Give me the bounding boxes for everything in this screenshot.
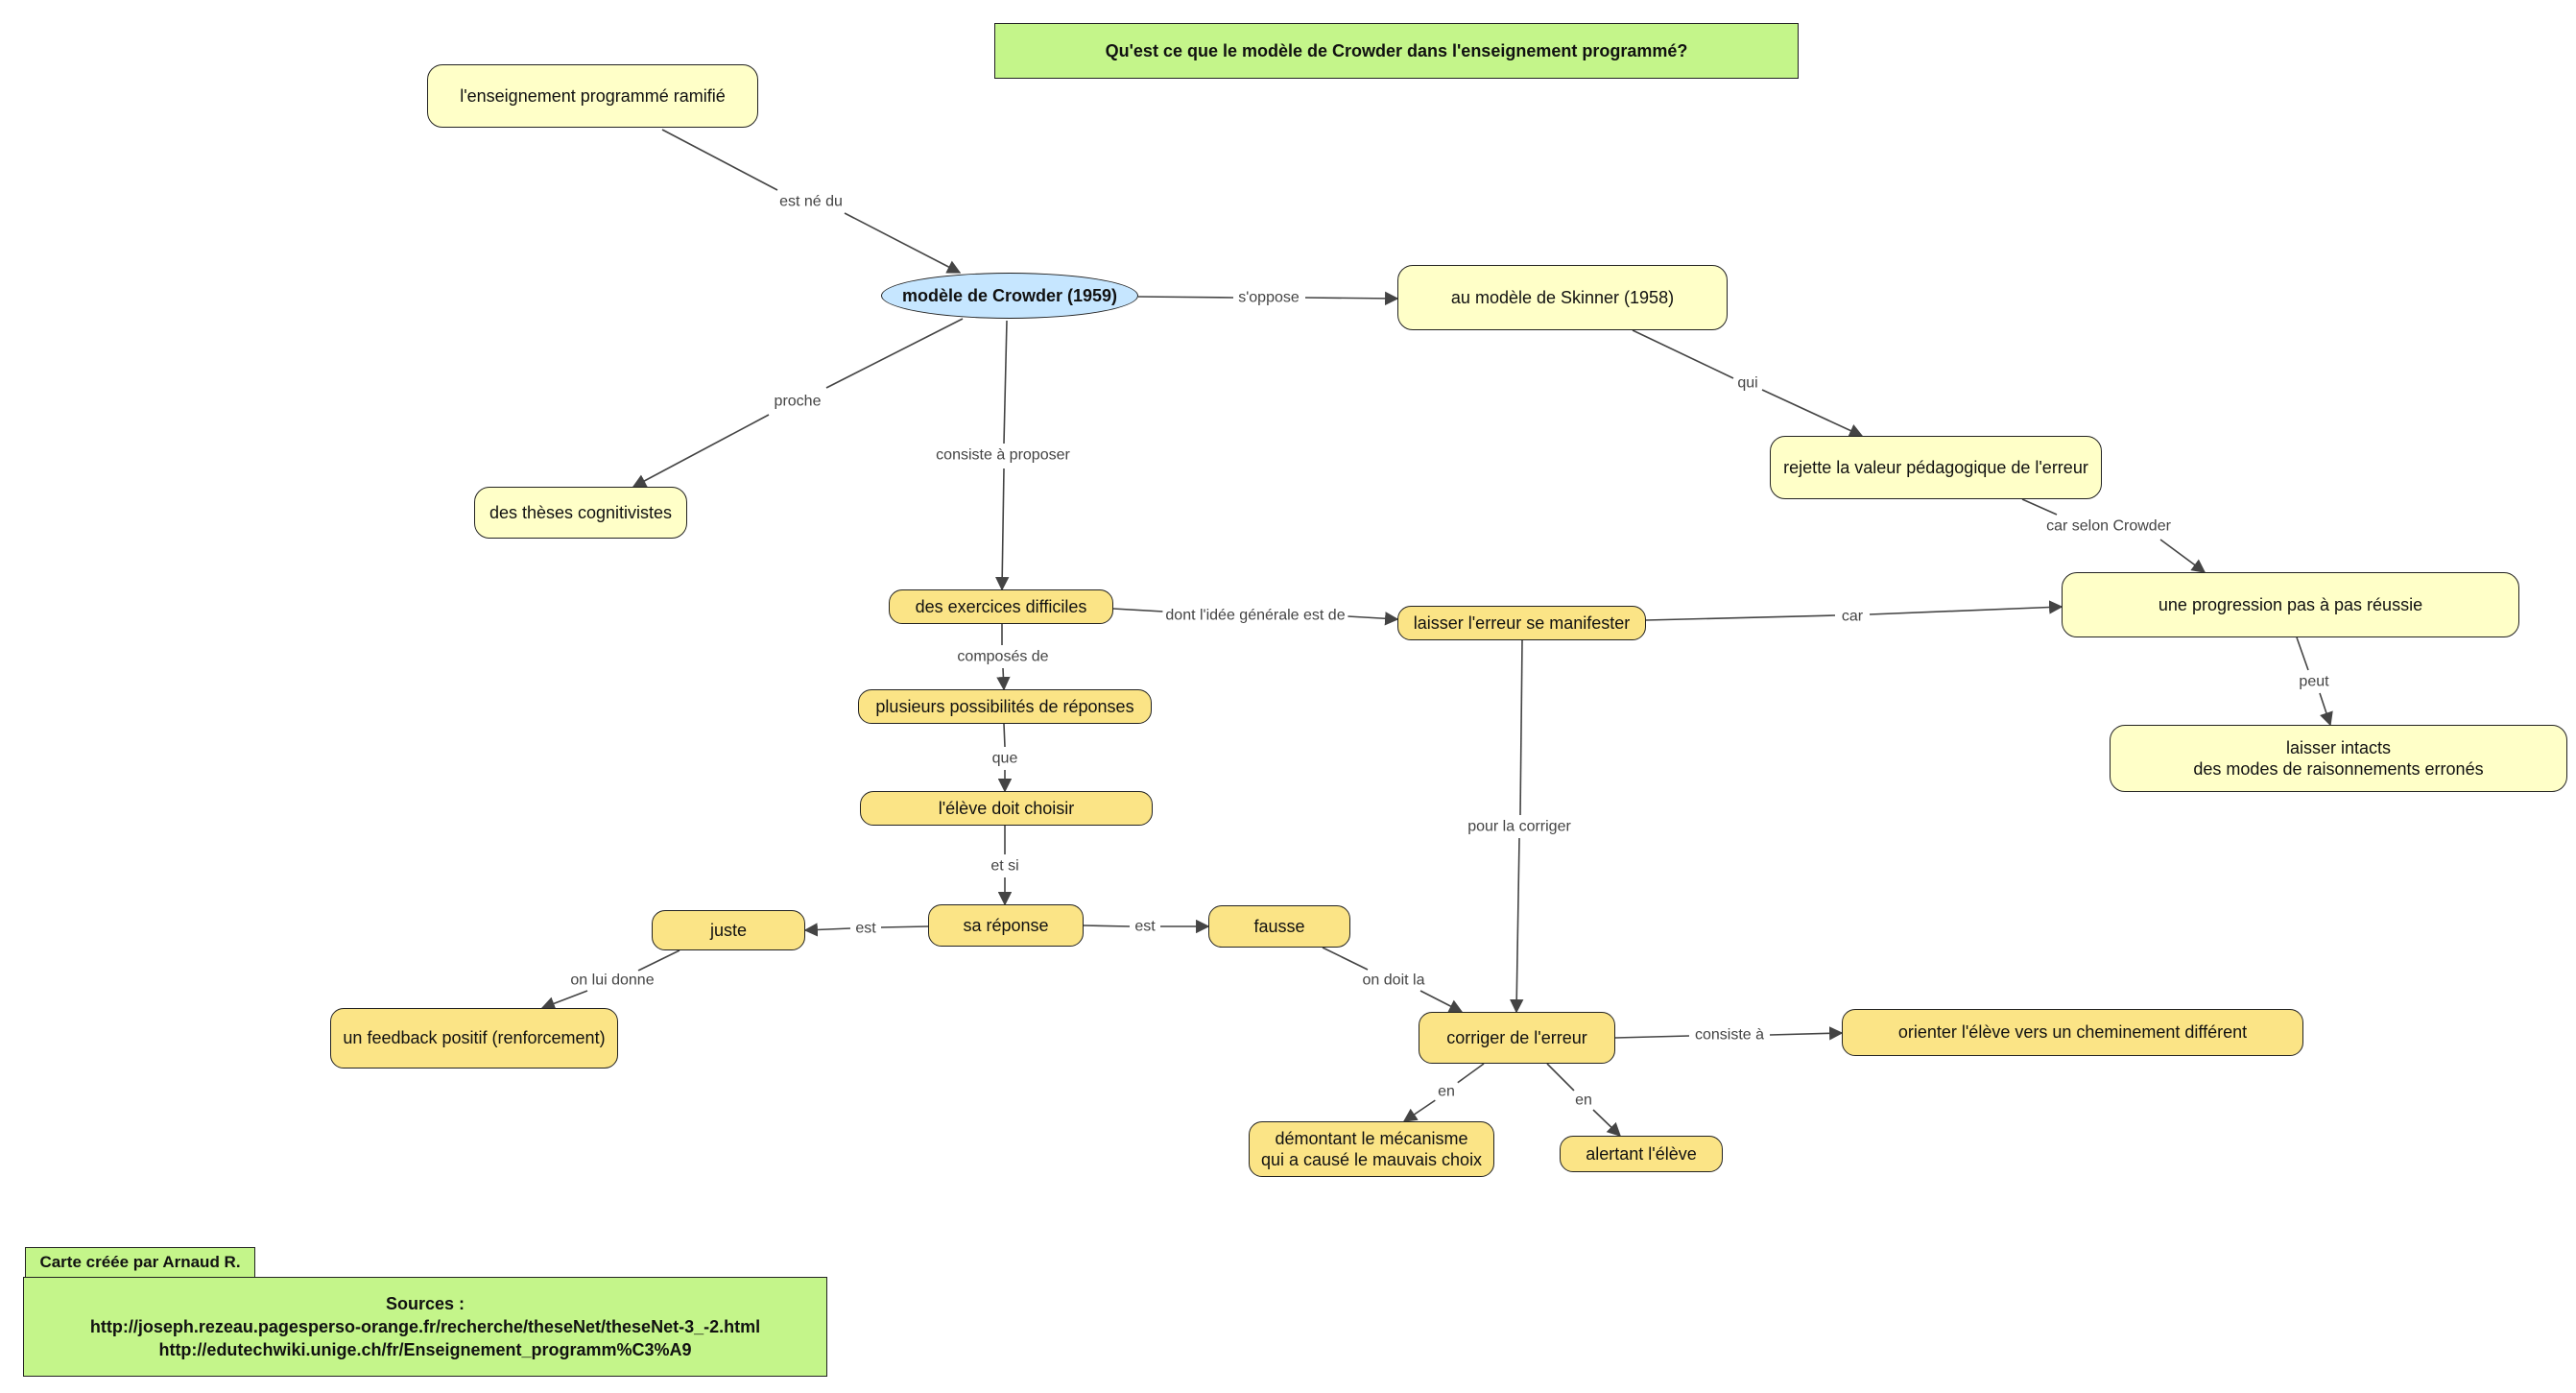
edge-label-est-juste-to-juste: [803, 923, 851, 937]
edge-ramifie-to-label: [661, 129, 778, 191]
node-possibilites-reponses[interactable]: plusieurs possibilités de réponses: [858, 689, 1152, 724]
link-label-proche: proche: [771, 392, 824, 411]
node-eleve-choisir[interactable]: l'élève doit choisir: [860, 791, 1153, 826]
edge-label-qui-to-rejette: [1761, 389, 1864, 438]
edge-laisser-to-label-corriger: [1519, 639, 1523, 816]
edge-label-composes-to-possibilites: [996, 667, 1011, 691]
link-label-peut: peut: [2296, 672, 2332, 691]
edge-fausse-to-label-doit: [1322, 947, 1369, 971]
link-label-et-si: et si: [988, 856, 1022, 876]
link-label-dont-idee: dont l'idée générale est de: [1162, 606, 1348, 625]
node-modele-crowder[interactable]: modèle de Crowder (1959): [881, 273, 1138, 319]
link-label-consiste-proposer: consiste à proposer: [933, 445, 1073, 465]
link-label-car: car: [1838, 607, 1867, 626]
node-orienter-eleve[interactable]: orienter l'élève vers un cheminement dif…: [1842, 1009, 2303, 1056]
edge-progression-to-label-peut: [2296, 636, 2309, 671]
edge-juste-to-label-feedback: [637, 949, 680, 972]
edge-label-en1-to-demontant: [1402, 1098, 1438, 1122]
edge-crowder-to-label-consiste: [1003, 320, 1008, 444]
edge-corriger-to-label-en2: [1546, 1063, 1575, 1092]
edge-label-peut-to-intacts: [2319, 692, 2333, 727]
link-label-pour-la-corriger: pour la corriger: [1465, 817, 1574, 836]
edge-exercices-to-label-dont: [1112, 608, 1164, 612]
map-title: Qu'est ce que le modèle de Crowder dans …: [994, 23, 1799, 79]
link-label-en-demontant: en: [1435, 1082, 1458, 1101]
node-laisser-intacts[interactable]: laisser intacts des modes de raisonnemen…: [2110, 725, 2567, 792]
link-label-est-juste: est: [852, 919, 879, 938]
node-laisser-erreur[interactable]: laisser l'erreur se manifester: [1397, 606, 1646, 640]
link-label-qui: qui: [1734, 373, 1761, 393]
link-label-en-alertant: en: [1572, 1091, 1595, 1110]
link-label-est-ne-du: est né du: [776, 192, 846, 211]
link-label-s-oppose: s'oppose: [1235, 288, 1302, 307]
edge-label-to-crowder: [844, 212, 962, 274]
edge-crowder-to-label-proche: [825, 318, 964, 389]
node-juste[interactable]: juste: [652, 910, 805, 950]
edge-label-oppose-to-skinner: [1304, 291, 1399, 306]
link-label-que: que: [989, 749, 1021, 768]
link-label-consiste-a: consiste à: [1691, 1025, 1768, 1045]
credit-label: Carte créée par Arnaud R.: [25, 1247, 255, 1278]
edge-corriger-to-label-en1: [1455, 1063, 1485, 1085]
sources-box: Sources : http://joseph.rezeau.pagespers…: [23, 1277, 827, 1377]
node-sa-reponse[interactable]: sa réponse: [928, 904, 1084, 947]
edge-reponse-to-label-est-juste: [880, 925, 929, 928]
edge-reponse-to-label-est-fausse: [1083, 925, 1131, 927]
node-modele-skinner[interactable]: au modèle de Skinner (1958): [1397, 265, 1728, 330]
edge-label-proche-to-theses: [632, 414, 770, 488]
edge-possibilites-to-label-que: [1003, 723, 1006, 748]
edge-rejette-to-label-car-selon: [2021, 498, 2058, 516]
node-exercices-difficiles[interactable]: des exercices difficiles: [889, 589, 1113, 624]
edge-skinner-to-label-qui: [1632, 329, 1734, 379]
edge-label-corriger-to-corriger: [1510, 837, 1524, 1014]
node-alertant-eleve[interactable]: alertant l'élève: [1560, 1136, 1723, 1172]
link-label-car-selon-crowder: car selon Crowder: [2043, 516, 2174, 536]
edge-label-dont-to-laisser: [1347, 612, 1399, 626]
edge-label-car-selon-to-progression: [2159, 539, 2206, 573]
node-rejette-valeur[interactable]: rejette la valeur pédagogique de l'erreu…: [1770, 436, 2102, 499]
link-label-est-fausse: est: [1132, 917, 1158, 936]
edge-label-feedback-to-feedback: [540, 990, 588, 1011]
edge-label-doit-to-corriger: [1419, 990, 1464, 1013]
node-theses-cognitivistes[interactable]: des thèses cognitivistes: [474, 487, 687, 539]
link-label-on-doit-la: on doit la: [1359, 971, 1428, 990]
node-enseignement-ramifie[interactable]: l'enseignement programmé ramifié: [427, 64, 758, 128]
node-demontant-mecanisme[interactable]: démontant le mécanisme qui a causé le ma…: [1249, 1121, 1494, 1177]
link-label-composes-de: composés de: [954, 647, 1052, 666]
edge-crowder-to-label-oppose: [1137, 296, 1234, 299]
node-corriger-erreur[interactable]: corriger de l'erreur: [1419, 1012, 1615, 1064]
edge-label-car-to-progression: [1869, 600, 2063, 615]
edge-label-en2-to-alertant: [1592, 1109, 1622, 1137]
edge-laisser-to-label-car: [1645, 614, 1836, 621]
node-fausse[interactable]: fausse: [1208, 905, 1350, 948]
link-label-on-lui-donne: on lui donne: [567, 971, 657, 990]
node-progression[interactable]: une progression pas à pas réussie: [2062, 572, 2519, 637]
edge-corriger-to-label-consiste-a: [1614, 1035, 1690, 1039]
node-feedback-positif[interactable]: un feedback positif (renforcement): [330, 1008, 618, 1069]
edge-label-consiste-to-exercices: [995, 468, 1010, 591]
edge-label-consiste-a-to-orienter: [1769, 1026, 1844, 1041]
